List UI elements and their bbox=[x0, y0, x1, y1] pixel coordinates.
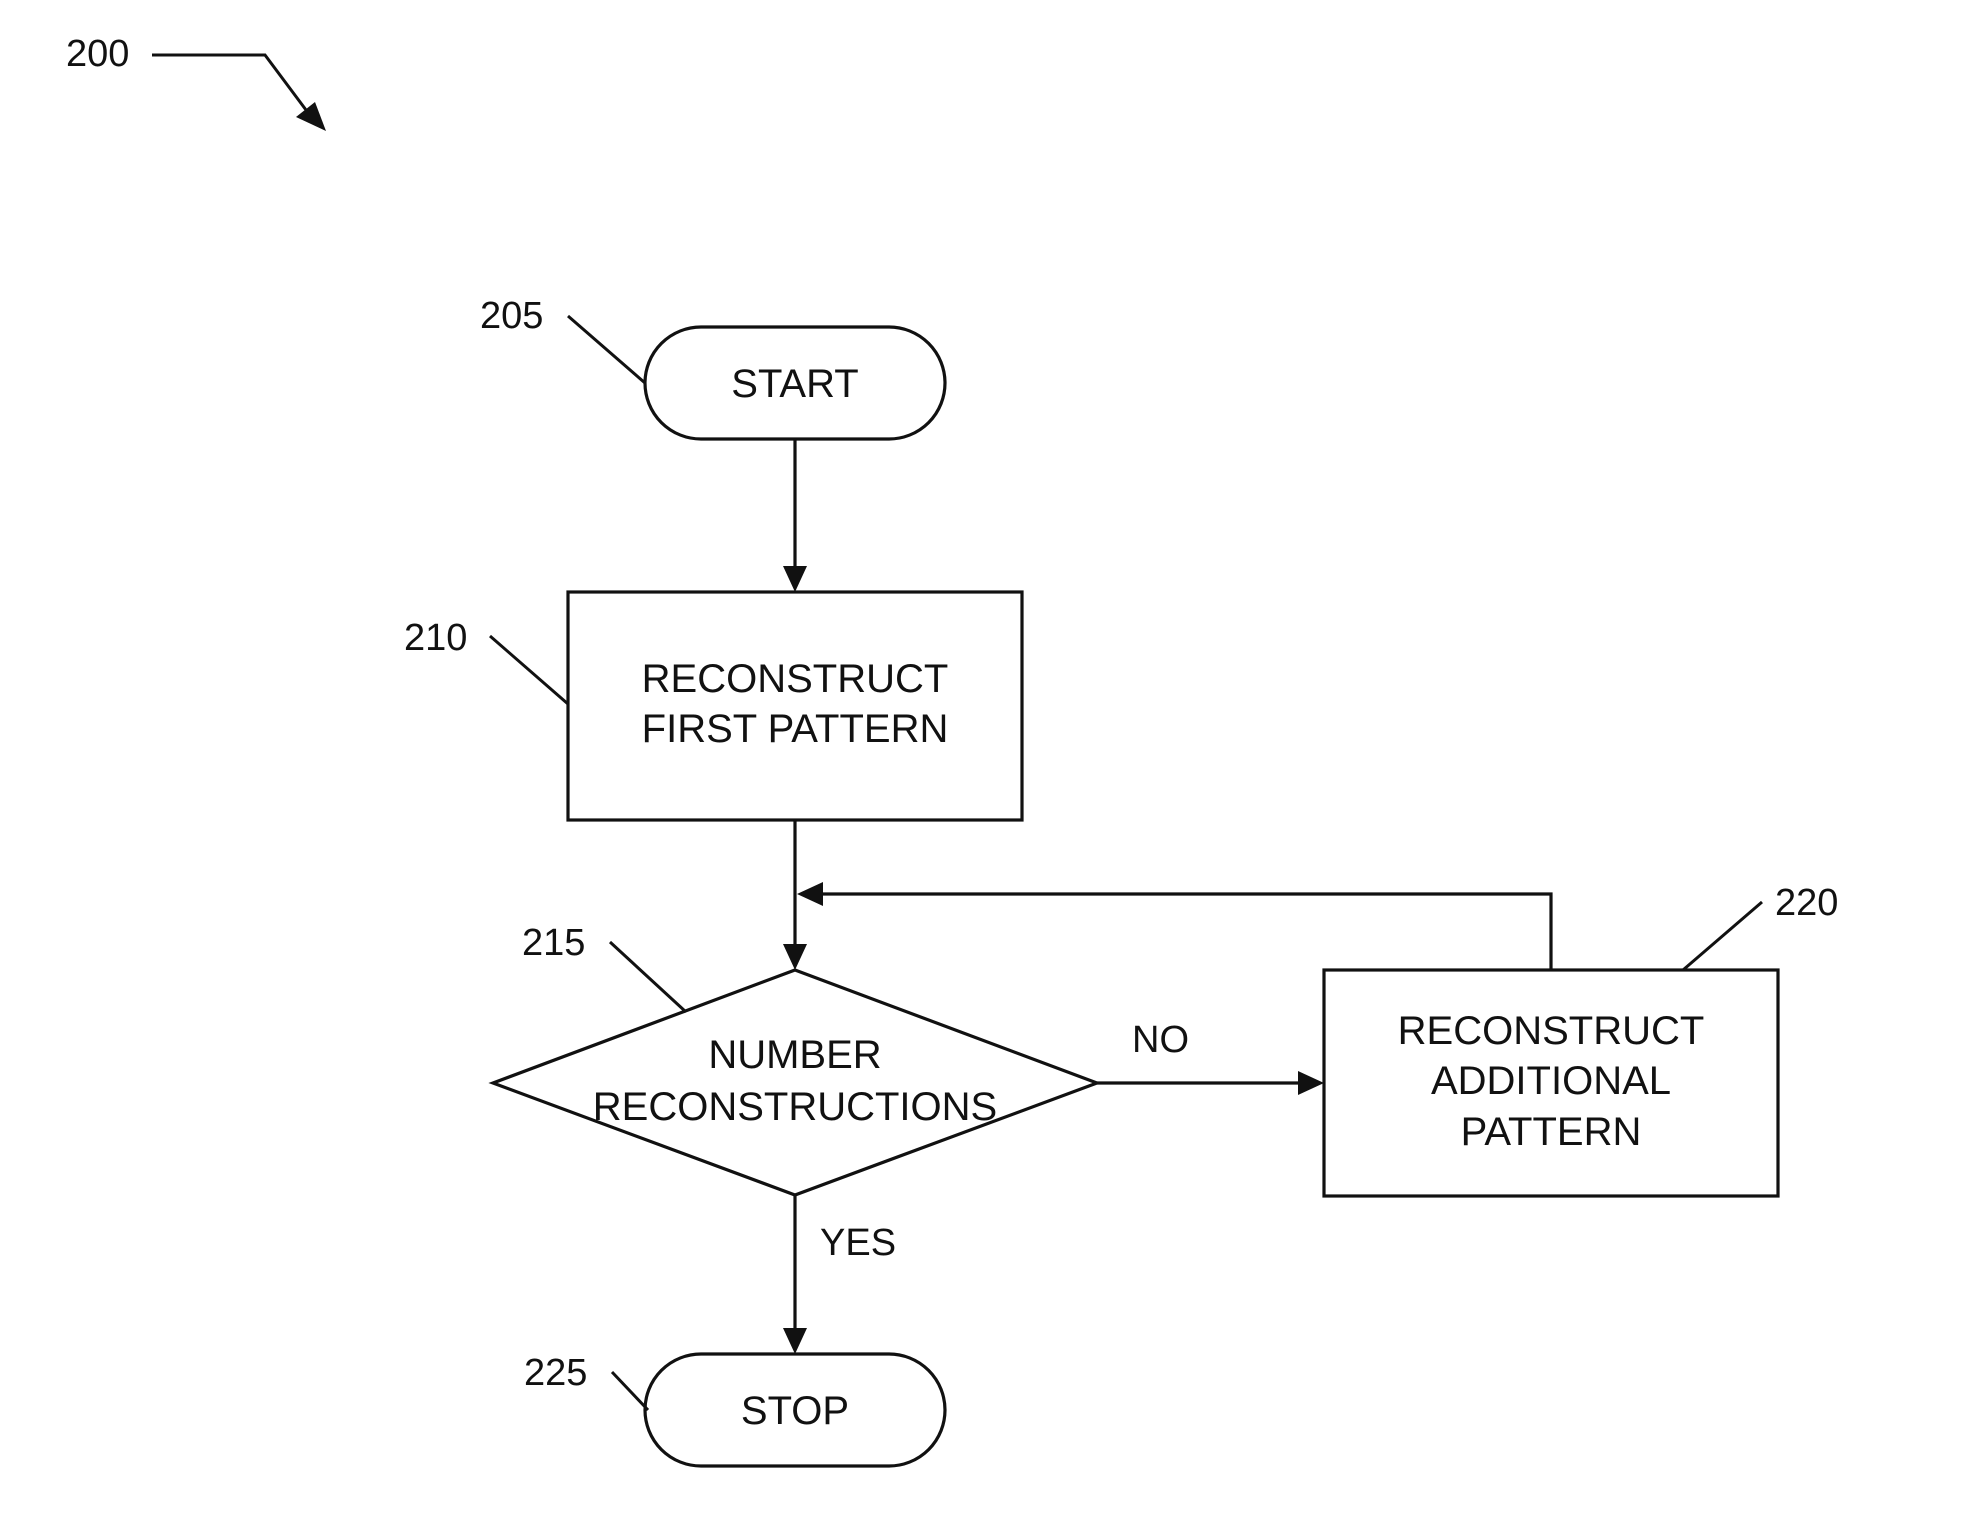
reconstruct-first-line-1: RECONSTRUCT bbox=[642, 657, 949, 701]
decision-diamond bbox=[493, 970, 1097, 1195]
edge-additional-loop-back-arrowhead bbox=[797, 882, 823, 906]
ref-205: 205 bbox=[480, 295, 645, 383]
figure-ref-leader bbox=[152, 55, 312, 118]
stop-label: STOP bbox=[741, 1389, 849, 1433]
ref-220: 220 bbox=[1683, 882, 1838, 970]
reconstruct-additional-node: RECONSTRUCT ADDITIONAL PATTERN bbox=[1324, 970, 1778, 1196]
figure-ref-label: 200 bbox=[66, 33, 129, 75]
ref-leader-205 bbox=[568, 316, 645, 383]
reconstruct-additional-line-3: PATTERN bbox=[1461, 1110, 1642, 1154]
edge-additional-loop-back bbox=[805, 894, 1551, 970]
figure-ref-200: 200 bbox=[66, 33, 326, 131]
edge-label-yes: YES bbox=[820, 1222, 896, 1264]
stop-node: STOP bbox=[645, 1354, 945, 1466]
ref-label-205: 205 bbox=[480, 295, 543, 337]
edge-decision-no-arrowhead bbox=[1298, 1071, 1324, 1095]
ref-leader-225 bbox=[612, 1372, 648, 1410]
start-label: START bbox=[731, 362, 858, 406]
ref-210: 210 bbox=[404, 617, 568, 704]
ref-215: 215 bbox=[522, 922, 686, 1012]
ref-leader-215 bbox=[610, 942, 686, 1012]
ref-225: 225 bbox=[524, 1352, 648, 1410]
edge-start-to-first-arrowhead bbox=[783, 566, 807, 592]
ref-label-210: 210 bbox=[404, 617, 467, 659]
reconstruct-first-node: RECONSTRUCT FIRST PATTERN bbox=[568, 592, 1022, 820]
decision-node: NUMBER RECONSTRUCTIONS bbox=[493, 970, 1097, 1195]
ref-label-225: 225 bbox=[524, 1352, 587, 1394]
ref-leader-220 bbox=[1683, 902, 1762, 970]
ref-leader-210 bbox=[490, 636, 568, 704]
edge-first-to-decision-arrowhead bbox=[783, 944, 807, 970]
decision-line-2: RECONSTRUCTIONS bbox=[593, 1085, 997, 1129]
ref-label-220: 220 bbox=[1775, 882, 1838, 924]
reconstruct-additional-line-1: RECONSTRUCT bbox=[1398, 1009, 1705, 1053]
figure-ref-arrowhead bbox=[296, 102, 326, 131]
decision-line-1: NUMBER bbox=[708, 1033, 881, 1077]
start-node: START bbox=[645, 327, 945, 439]
edge-decision-yes-arrowhead bbox=[783, 1328, 807, 1354]
reconstruct-first-line-2: FIRST PATTERN bbox=[642, 707, 949, 751]
ref-label-215: 215 bbox=[522, 922, 585, 964]
reconstruct-additional-line-2: ADDITIONAL bbox=[1431, 1059, 1671, 1103]
edge-label-no: NO bbox=[1132, 1019, 1189, 1061]
reconstruct-first-box bbox=[568, 592, 1022, 820]
